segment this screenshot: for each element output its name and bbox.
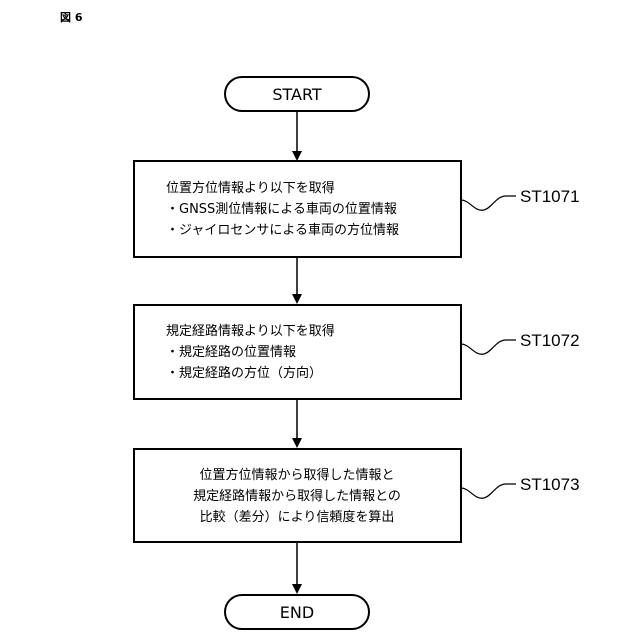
- step3-line-1: 位置方位情報から取得した情報と: [199, 467, 394, 483]
- step2-line-3: ・規定経路の方位（方向）: [166, 365, 322, 381]
- step1-line-3: ・ジャイロセンサによる車両の方位情報: [166, 222, 399, 238]
- step-label-st1073: ST1073: [520, 475, 580, 494]
- leader-line-st1071: [461, 196, 516, 210]
- start-label: START: [272, 85, 322, 104]
- step2-line-2: ・規定経路の位置情報: [166, 344, 296, 360]
- leader-line-st1072: [461, 340, 516, 354]
- leader-line-st1073: [461, 484, 516, 498]
- start-terminal: START: [225, 77, 369, 111]
- step3-line-2: 規定経路情報から取得した情報との: [193, 488, 401, 504]
- step1-line-2: ・GNSS測位情報による車両の位置情報: [166, 202, 397, 217]
- step1-line-1: 位置方位情報より以下を取得: [166, 180, 335, 196]
- end-terminal: END: [225, 595, 369, 629]
- step2-line-1: 規定経路情報より以下を取得: [166, 323, 335, 339]
- process-box-st1073: 位置方位情報から取得した情報と 規定経路情報から取得した情報との 比較（差分）に…: [134, 449, 461, 542]
- step3-line-3: 比較（差分）により信頼度を算出: [200, 509, 395, 525]
- end-label: END: [280, 603, 314, 622]
- step-label-st1071: ST1071: [520, 187, 580, 206]
- process-box-st1071: 位置方位情報より以下を取得 ・GNSS測位情報による車両の位置情報 ・ジャイロセ…: [134, 161, 461, 257]
- process-box-st1072: 規定経路情報より以下を取得 ・規定経路の位置情報 ・規定経路の方位（方向）: [134, 305, 461, 399]
- step-label-st1072: ST1072: [520, 331, 580, 350]
